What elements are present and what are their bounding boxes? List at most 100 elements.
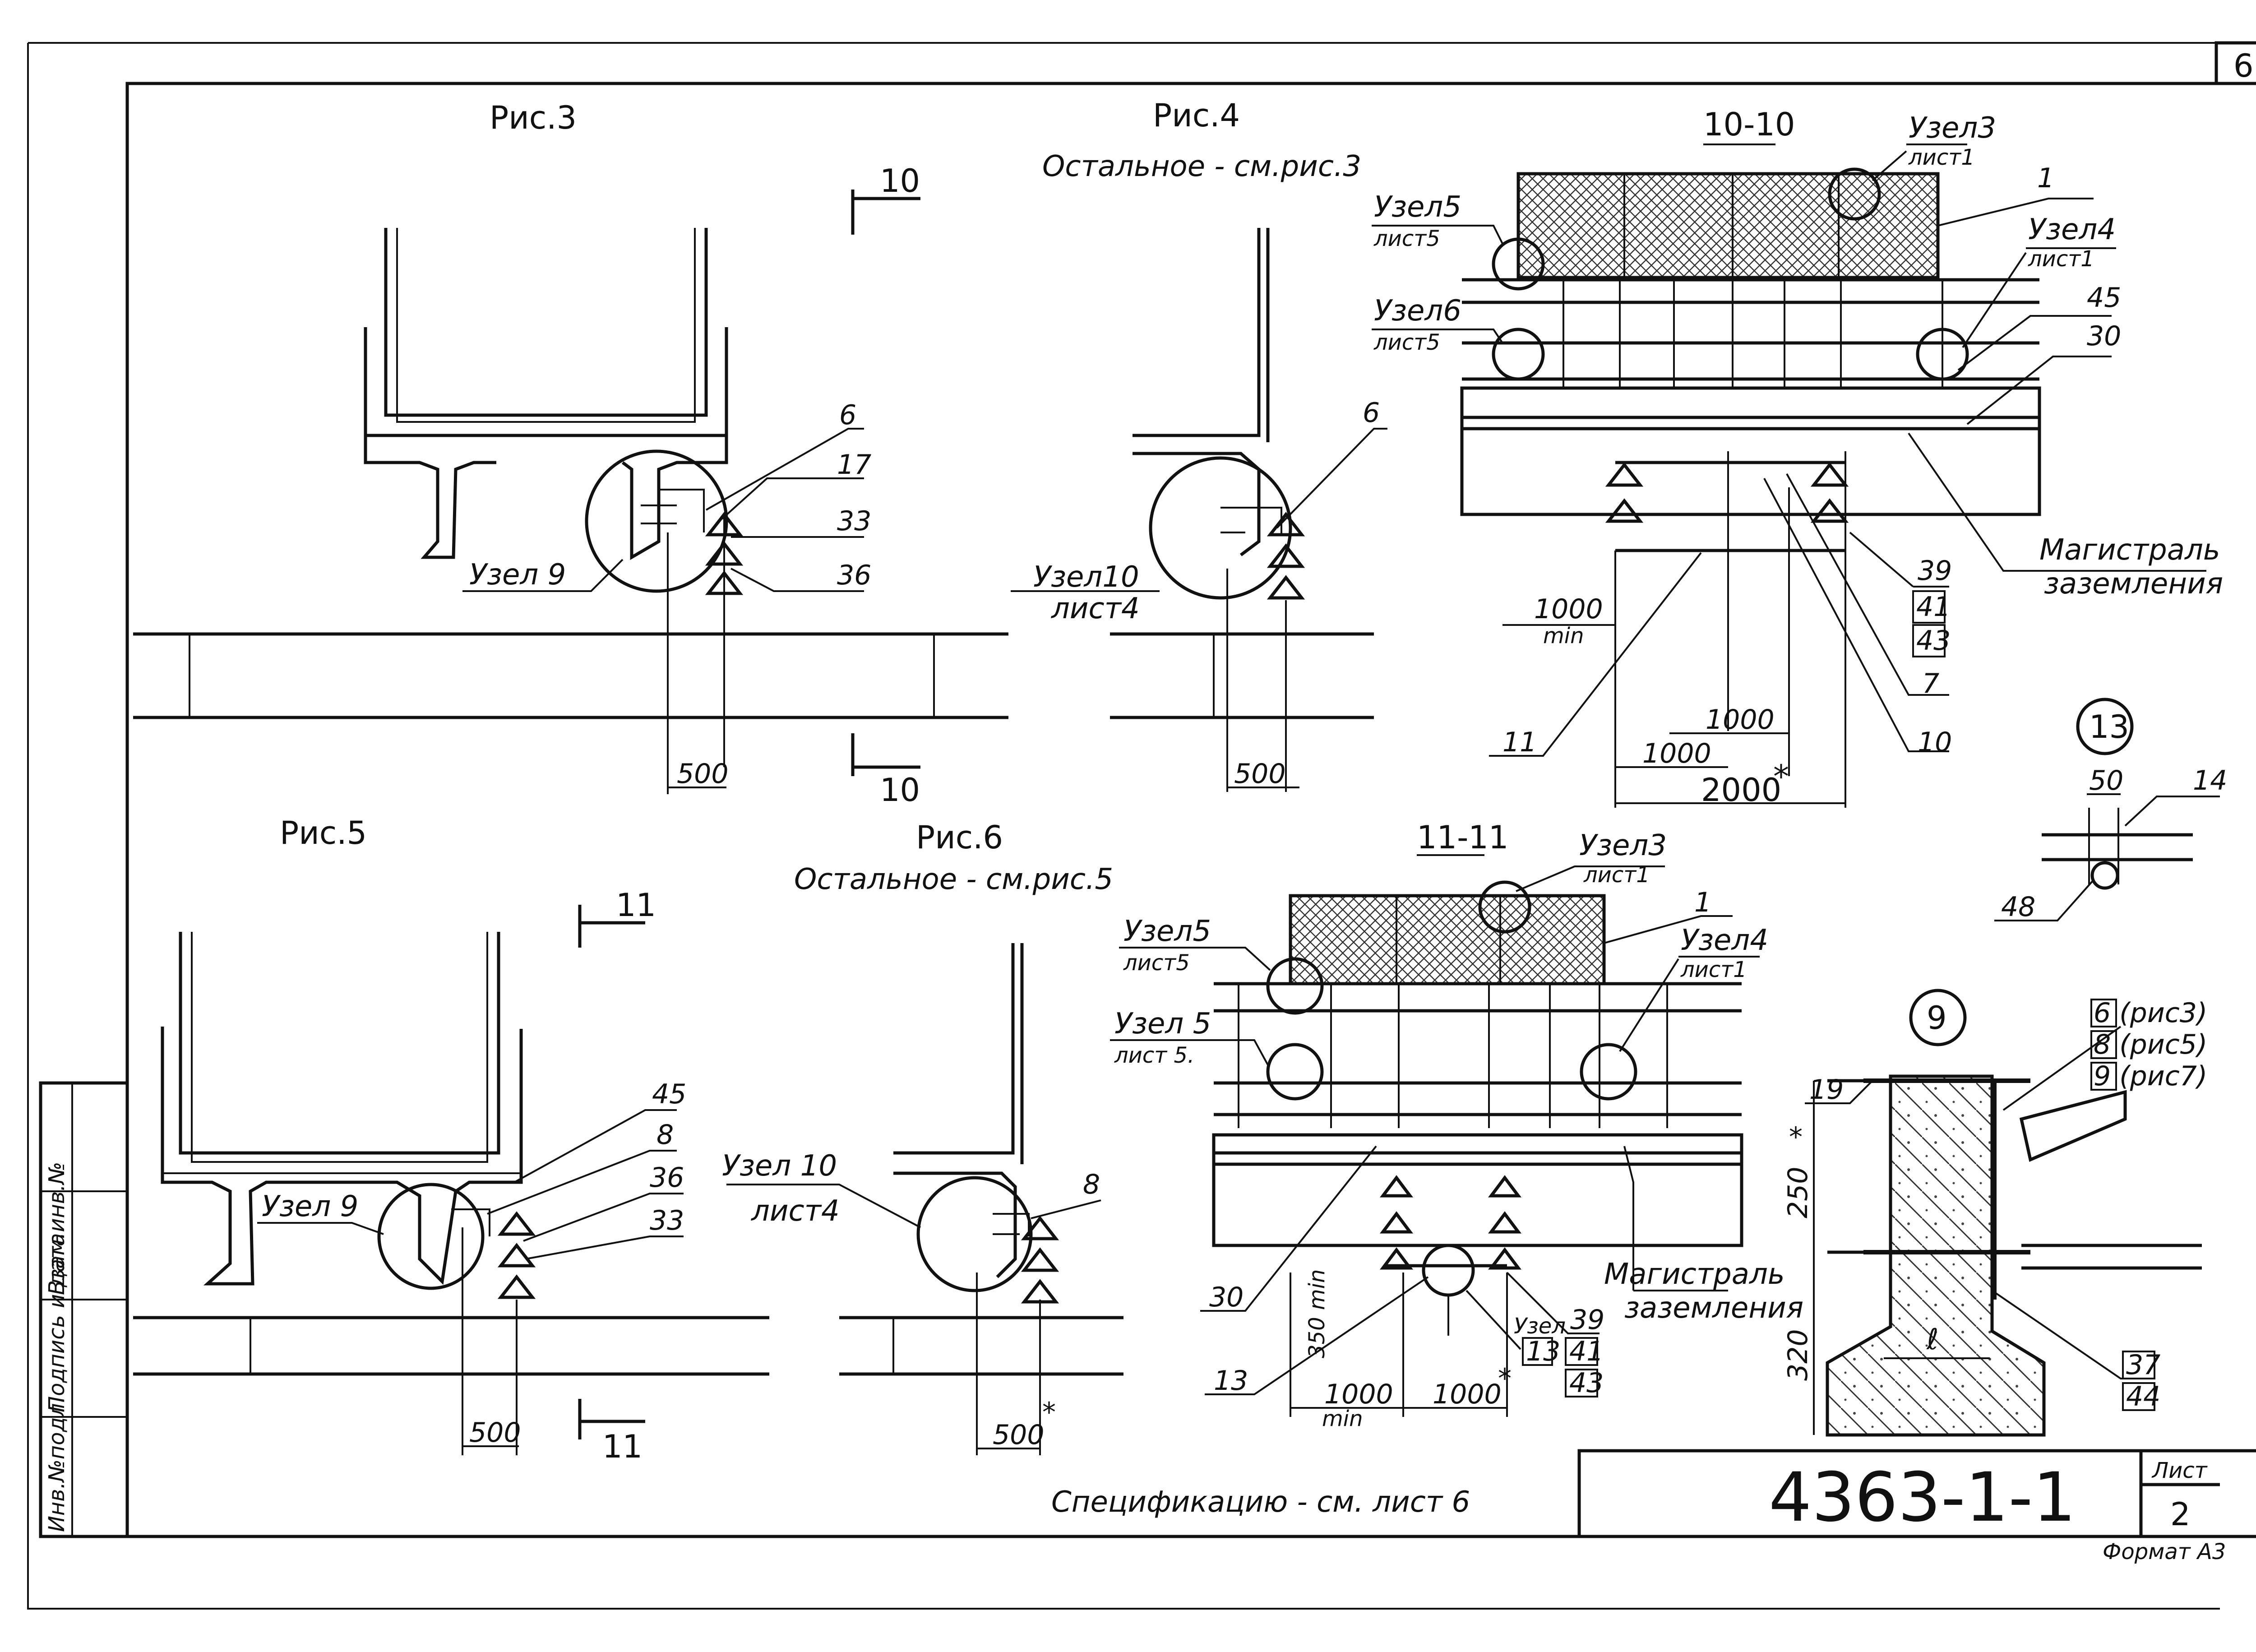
fig5-label-36: 36 bbox=[650, 1162, 684, 1194]
format-label: Формат А3 bbox=[2103, 1539, 2226, 1564]
detail9-dim-l: ℓ bbox=[1926, 1323, 1938, 1356]
sec1010-dim-min: min bbox=[1543, 623, 1584, 648]
sec1010-label-10: 10 bbox=[1918, 727, 1952, 758]
fig5-label-33: 33 bbox=[650, 1205, 684, 1236]
sec1010-n3-sheet: лист1 bbox=[1908, 145, 1975, 170]
sec1010-label-41: 41 bbox=[1916, 591, 1951, 623]
sec1010-label-45: 45 bbox=[2087, 282, 2121, 314]
spec-note: Спецификацию - см. лист 6 bbox=[1051, 1485, 1470, 1519]
fig3-label-17: 17 bbox=[837, 449, 871, 481]
fig6-subtitle: Остальное - см.рис.5 bbox=[794, 863, 1113, 896]
fig4-node: Узел10 bbox=[1033, 560, 1139, 594]
fig3-section-bottom: 10 bbox=[880, 772, 920, 809]
fig5-node: Узел 9 bbox=[262, 1190, 358, 1223]
sec1111-label-39: 39 bbox=[1570, 1304, 1604, 1336]
sheet-label: Лист bbox=[2151, 1458, 2208, 1483]
sec1010-main-2: заземления bbox=[2044, 567, 2223, 601]
sec1010-main-1: Магистраль bbox=[2039, 533, 2220, 567]
fig4-label-6: 6 bbox=[1363, 397, 1380, 429]
sec1111-main-1: Магистраль bbox=[1604, 1258, 1785, 1291]
section-11-11: 11-11 Узел3 лист1 Узел5 лист5 1 Узел4 ли… bbox=[1110, 819, 1803, 1431]
stamp-inv-label: Инв.№подл. bbox=[44, 1396, 69, 1532]
sec1111-dim-1000a: 1000 bbox=[1324, 1379, 1393, 1410]
sec1010-n4: Узел4 bbox=[2028, 213, 2116, 246]
fig6-dim-star: * bbox=[1042, 1397, 1056, 1428]
section-10-10: 10-10 Узел3 лист1 Узел5 лист5 Узел6 лист… bbox=[1372, 106, 2223, 809]
title-block: Спецификацию - см. лист 6 4363-1-1 Лист … bbox=[1051, 1449, 2256, 1564]
sheet-number: 6 bbox=[2233, 47, 2254, 84]
detail9-dim-250-star: * bbox=[1789, 1121, 1803, 1153]
detail9-dim-320: 320 bbox=[1782, 1329, 1814, 1381]
sheet-value: 2 bbox=[2170, 1496, 2191, 1533]
sec1111-label-13: 13 bbox=[1214, 1365, 1248, 1397]
detail9-label-19: 19 bbox=[1809, 1074, 1844, 1106]
sec1010-title: 10-10 bbox=[1703, 106, 1795, 143]
sec1010-dim-1000a: 1000 bbox=[1706, 704, 1775, 736]
sec1111-n4-sheet: лист1 bbox=[1680, 957, 1747, 982]
fig4-node-sheet: лист4 bbox=[1050, 592, 1140, 625]
detail9-ref-2: 8 (рис5) bbox=[2094, 1029, 2207, 1060]
sec1010-n4-sheet: лист1 bbox=[2028, 246, 2094, 272]
fig6-title: Рис.6 bbox=[916, 819, 1003, 856]
detail13-label-48: 48 bbox=[2001, 891, 2035, 923]
fig5-title: Рис.5 bbox=[280, 814, 367, 851]
detail13-mark: 13 bbox=[2089, 708, 2129, 745]
fig3-dim: 500 bbox=[677, 758, 729, 790]
sec1111-label-30: 30 bbox=[1209, 1282, 1244, 1313]
sec1111-node-13: 13 bbox=[1526, 1336, 1560, 1367]
fig6-node: Узел 10 bbox=[722, 1149, 837, 1183]
fig5: Рис.5 45 8 36 33 Узел 9 500 11 11 bbox=[133, 814, 769, 1465]
sec1111-n4: Узел4 bbox=[1681, 924, 1768, 957]
fig3-label-36: 36 bbox=[837, 560, 871, 591]
sec1010-n6: Узел6 bbox=[1374, 294, 1461, 328]
sec1111-title: 11-11 bbox=[1417, 819, 1508, 856]
fig3-label-33: 33 bbox=[837, 505, 871, 537]
sec1010-dim-1000min: 1000 bbox=[1534, 593, 1603, 625]
sec1111-node: Узел bbox=[1514, 1314, 1566, 1339]
fig3-node: Узел 9 bbox=[469, 558, 566, 592]
sec1010-n5: Узел5 bbox=[1374, 190, 1461, 224]
fig4-title: Рис.4 bbox=[1153, 97, 1240, 134]
stamp-sign-label: Подпись и дата bbox=[44, 1233, 69, 1412]
sec1111-label-43: 43 bbox=[1569, 1367, 1604, 1399]
stamp-replace-label: Взам.инв.№ bbox=[44, 1162, 69, 1295]
detail9-dim-250: 250 bbox=[1782, 1166, 1814, 1218]
sec1111-n5b-sheet: лист 5. bbox=[1114, 1043, 1194, 1068]
fig3: Рис.3 6 17 33 36 Узел 9 500 10 10 bbox=[133, 99, 1008, 809]
detail9-label-37: 37 bbox=[2126, 1349, 2160, 1381]
fig4-dim: 500 bbox=[1234, 758, 1286, 790]
detail-13: 13 50 14 48 bbox=[1994, 698, 2227, 923]
sec1111-dim-star: * bbox=[1498, 1363, 1512, 1394]
detail-9: 9 6 (рис3) 8 (рис5) 9 (рис7) 19 250 * 32… bbox=[1782, 989, 2207, 1437]
detail13-dim-50: 50 bbox=[2089, 765, 2123, 796]
sec1010-label-30: 30 bbox=[2087, 320, 2121, 352]
fig5-label-8: 8 bbox=[656, 1119, 674, 1151]
fig6-dim: 500 bbox=[993, 1419, 1045, 1451]
detail9-ref-3: 9 (рис7) bbox=[2094, 1060, 2207, 1092]
left-stamp: Инв.№подл. Подпись и дата Взам.инв.№ bbox=[39, 1081, 129, 1538]
detail9-mark: 9 bbox=[1927, 1000, 1947, 1037]
fig5-section-bottom: 11 bbox=[602, 1428, 643, 1465]
sec1111-dim-1000b: 1000 bbox=[1433, 1379, 1502, 1410]
fig5-section-top: 11 bbox=[616, 887, 656, 924]
sec1010-label-1: 1 bbox=[2037, 162, 2054, 194]
sec1111-vdim-350: 350 min bbox=[1304, 1269, 1330, 1358]
sec1111-n3: Узел3 bbox=[1579, 829, 1667, 862]
sec1111-main-2: заземления bbox=[1624, 1291, 1803, 1325]
sec1111-label-41: 41 bbox=[1569, 1336, 1604, 1367]
sec1111-dim-min: min bbox=[1322, 1406, 1363, 1431]
fig4: Рис.4 Остальное - см.рис.3 6 Узел10 лист… bbox=[1011, 97, 1387, 792]
sec1010-dim-star: * bbox=[1773, 758, 1789, 795]
fig6: Рис.6 Остальное - см.рис.5 8 Узел 10 лис… bbox=[722, 819, 1123, 1455]
sec1111-n5a: Узел5 bbox=[1123, 915, 1211, 948]
sec1010-n5-sheet: лист5 bbox=[1373, 226, 1440, 251]
doc-code: 4363-1-1 bbox=[1769, 1458, 2076, 1537]
sec1010-dim-2000: 2000 bbox=[1701, 772, 1781, 809]
fig5-label-45: 45 bbox=[652, 1078, 686, 1110]
sec1010-n6-sheet: лист5 bbox=[1373, 330, 1440, 355]
fig6-label-8: 8 bbox=[1083, 1169, 1100, 1200]
detail13-label-14: 14 bbox=[2193, 765, 2227, 796]
sec1010-dim-1000b: 1000 bbox=[1642, 738, 1711, 769]
detail9-label-44: 44 bbox=[2126, 1381, 2160, 1412]
